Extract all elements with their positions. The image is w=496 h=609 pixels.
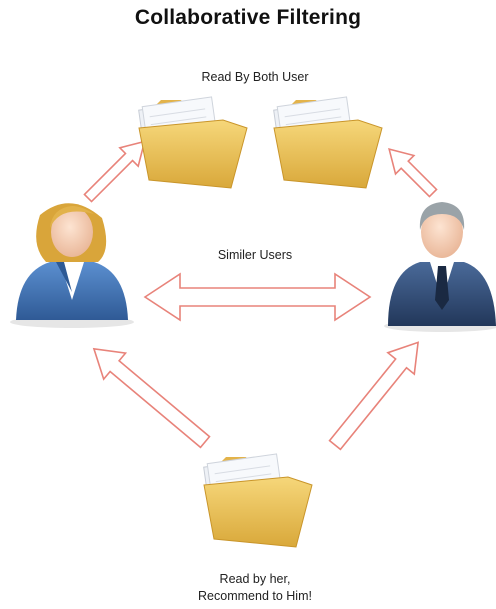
label-similar-users: Similer Users (217, 248, 293, 262)
label-recommendation: Read by her, Recommend to Him! (140, 571, 370, 605)
diagram-title: Collaborative Filtering (134, 6, 362, 29)
arrow-similar-users (143, 272, 372, 322)
arrow-man-to-top-right-folder (388, 148, 438, 198)
man-user-icon (384, 202, 496, 332)
label-recommendation-line-2: Recommend to Him! (198, 589, 312, 603)
arrow-folder-to-man (328, 341, 420, 451)
woman-user-icon (10, 203, 134, 328)
folder-icon (138, 96, 248, 189)
arrow-woman-to-top-left-folder (83, 140, 146, 203)
folder-icon (203, 453, 313, 548)
arrow-folder-to-woman (92, 347, 211, 449)
label-recommendation-line-1: Read by her, (219, 572, 291, 586)
label-read-by-both-users: Read By Both User (201, 70, 309, 84)
folder-icon (273, 96, 383, 189)
